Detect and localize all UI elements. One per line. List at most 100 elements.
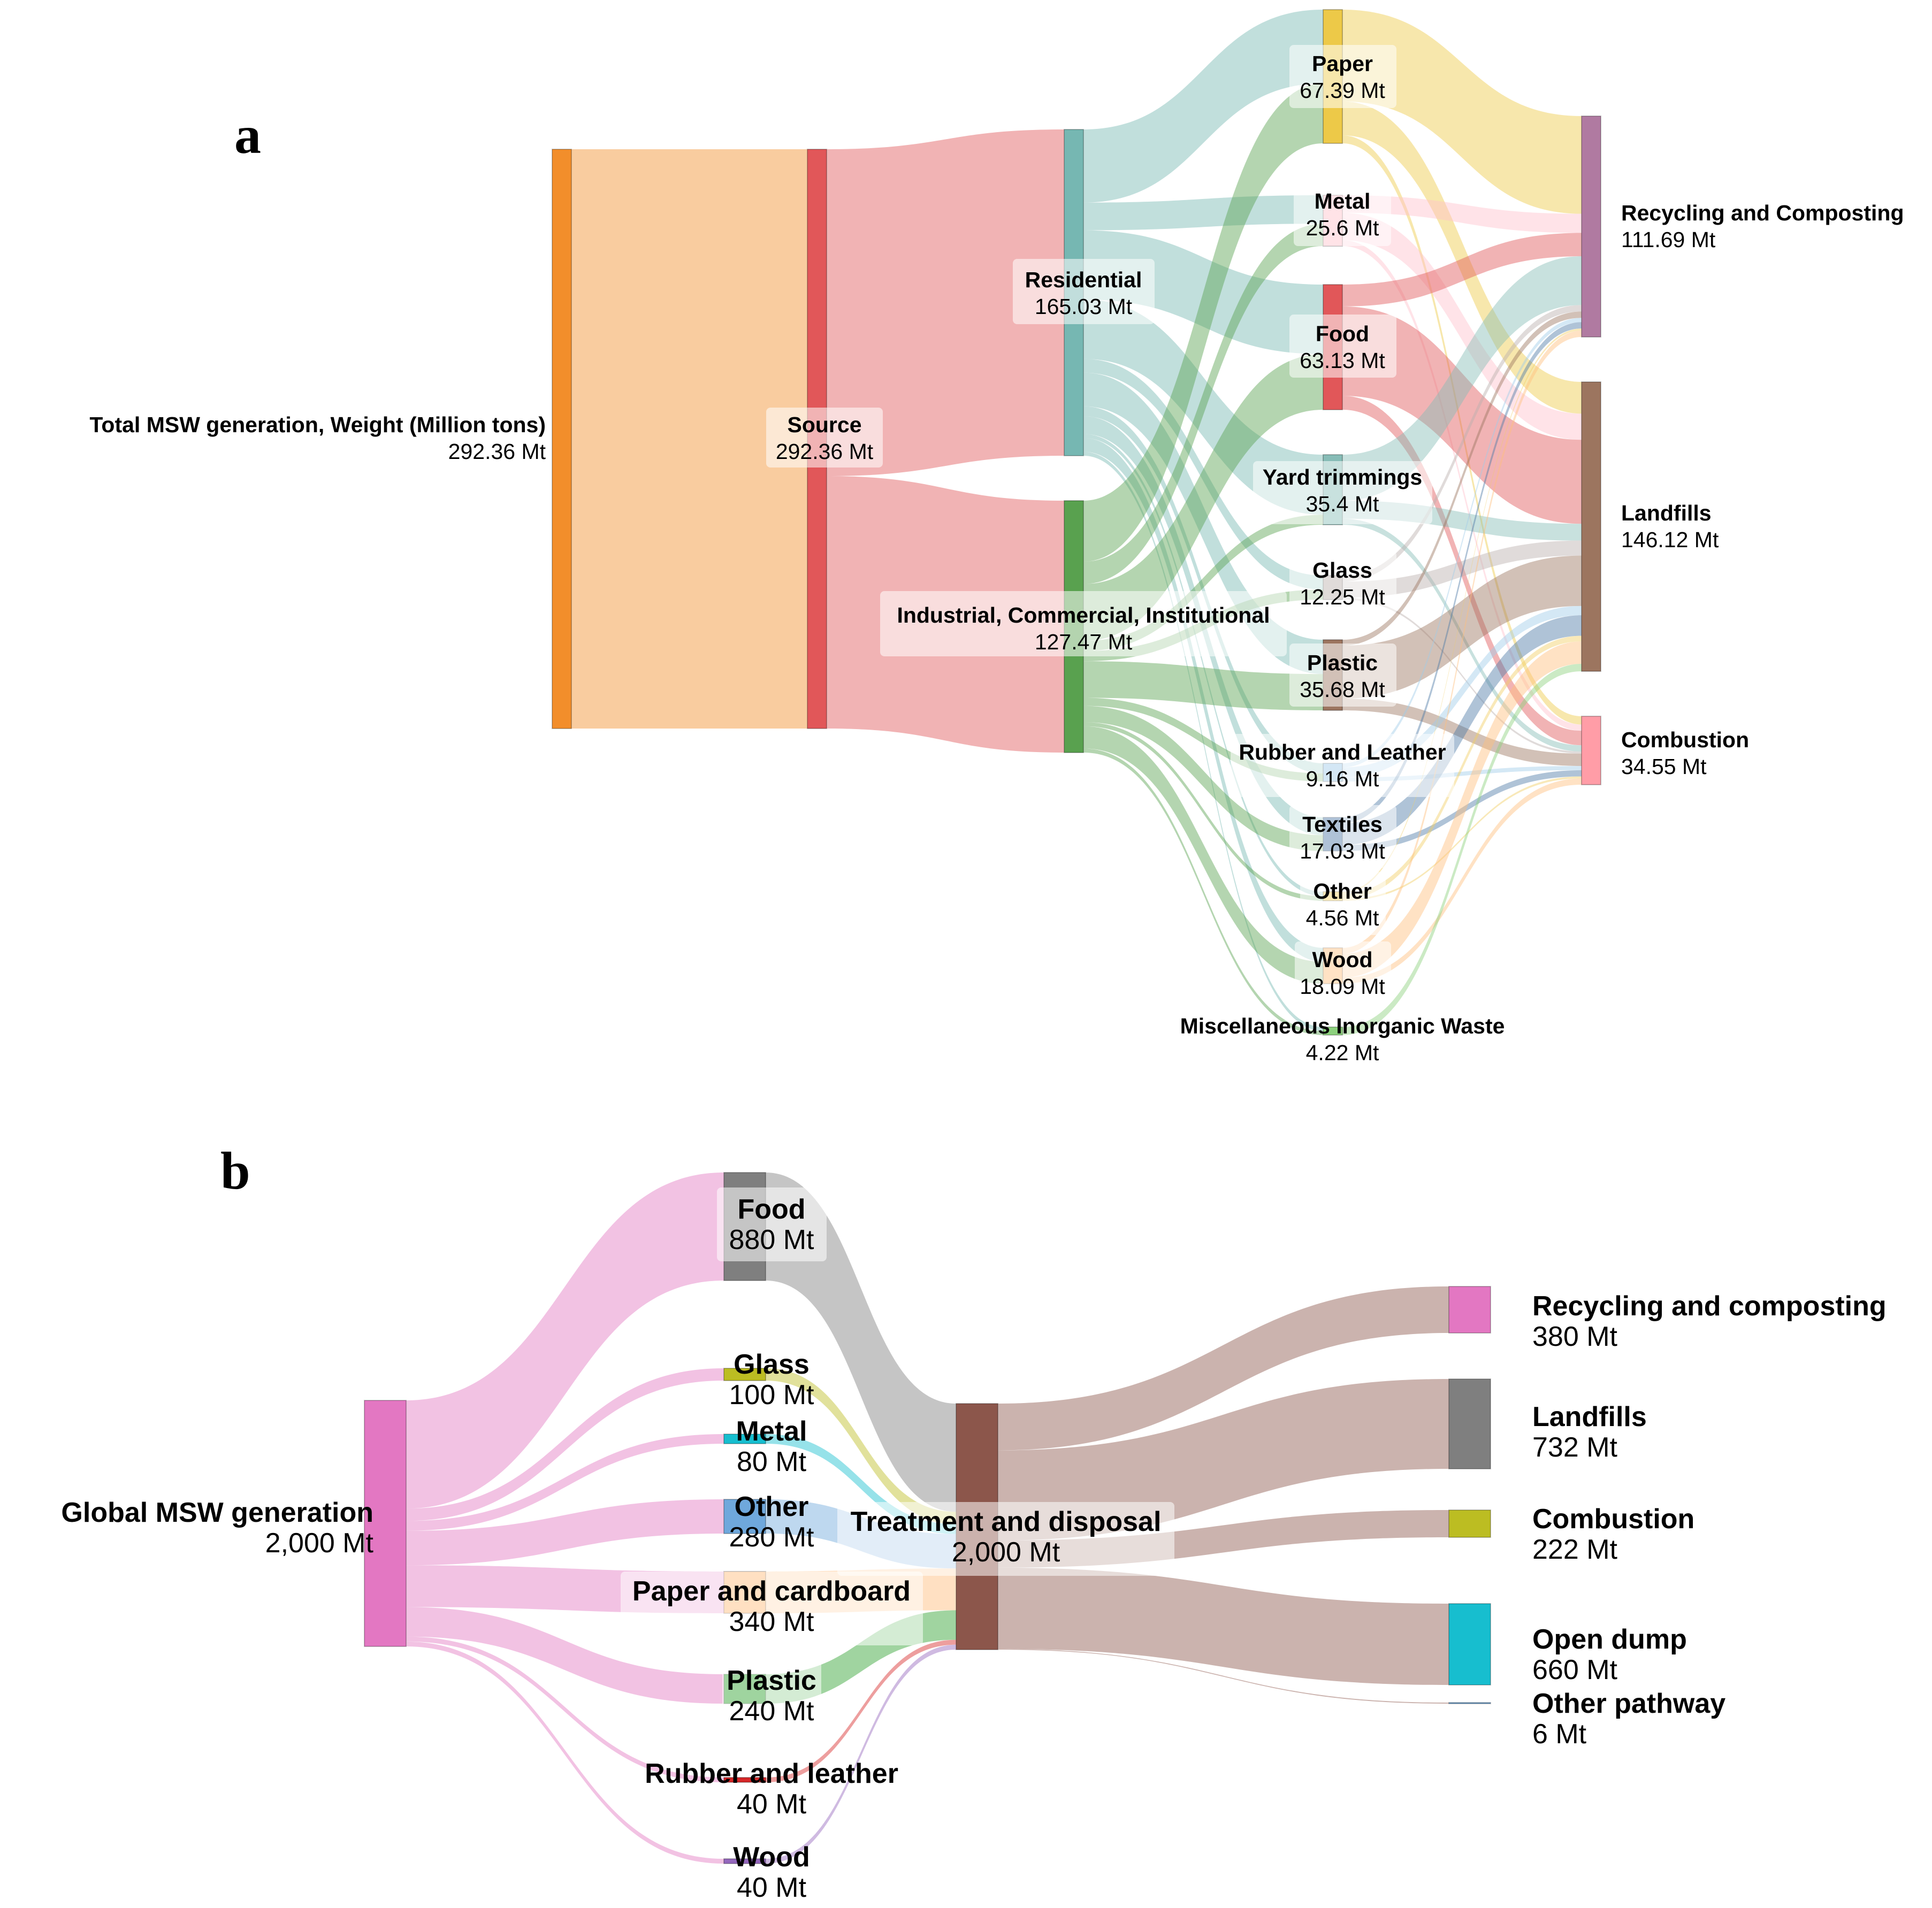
label-other: Other 4.56 Mt (1300, 872, 1386, 935)
node-bar-total (552, 149, 572, 729)
label-recycling-composting: Recycling and composting 380 Mt (1532, 1291, 1887, 1352)
flow-link-food-to-comb (1342, 396, 1582, 746)
label-rubber-leather: Rubber and leather 40 Mt (645, 1758, 898, 1820)
flow-link-glass-to-treat (766, 1368, 956, 1524)
flow-link-ici-to-wood (1083, 726, 1323, 984)
flow-link-gen-to-rubber (406, 1636, 724, 1782)
node-name: Yard trimmings (1263, 465, 1422, 489)
node-value: 4.56 Mt (1306, 906, 1379, 930)
flow-link-ici-to-textiles (1083, 706, 1323, 851)
flow-link-glass-to-recyc (1342, 305, 1582, 582)
node-name: Food (1316, 321, 1369, 346)
flow-link-res-to-other (1083, 434, 1323, 896)
label-other-pathway: Other pathway 6 Mt (1532, 1688, 1725, 1750)
flow-link-metal-to-recyc (1342, 195, 1582, 233)
node-value: 2,000 Mt (952, 1537, 1060, 1568)
label-metal: Metal 25.6 Mt (1294, 183, 1391, 246)
label-ici: Industrial, Commercial, Institutional 12… (880, 591, 1287, 656)
node-name: Treatment and disposal (851, 1506, 1162, 1537)
panel-letter-b: b (220, 1141, 250, 1200)
flow-link-wood-to-landf (1342, 641, 1582, 978)
flow-link-paper-to-landf (1342, 101, 1582, 414)
flow-link-gen-to-glass (406, 1368, 724, 1521)
flow-link-rubber-to-landf (1342, 606, 1582, 778)
label-global-msw: Global MSW generation 2,000 Mt (61, 1497, 373, 1559)
node-value: 9.16 Mt (1306, 767, 1379, 791)
panel-b-labels: Global MSW generation 2,000 Mt Food 880 … (61, 1187, 1887, 1903)
flow-link-res-to-rubber (1083, 406, 1323, 773)
node-bar-gen (364, 1400, 407, 1647)
flow-link-gen-to-plastic (406, 1607, 724, 1704)
label-treatment-disposal: Treatment and disposal 2,000 Mt (837, 1502, 1174, 1576)
node-name: Rubber and Leather (1239, 740, 1446, 764)
label-total-msw: Total MSW generation, Weight (Million to… (89, 412, 546, 464)
node-name: Industrial, Commercial, Institutional (897, 603, 1270, 627)
label-wood: Wood 18.09 Mt (1295, 941, 1391, 1005)
node-name: Combustion (1532, 1504, 1694, 1535)
flow-link-gen-to-other (406, 1499, 724, 1566)
node-value: 63.13 Mt (1300, 348, 1385, 373)
node-value: 380 Mt (1532, 1321, 1618, 1352)
flow-link-other-to-landf (1342, 635, 1582, 899)
flow-link-ici-to-yard (1083, 515, 1323, 652)
label-source: Source 292.36 Mt (766, 408, 883, 468)
node-name: Paper and cardboard (632, 1576, 911, 1607)
node-value: 100 Mt (729, 1380, 815, 1411)
label-yard-trimmings: Yard trimmings 35.4 Mt (1253, 461, 1432, 524)
flow-link-metal-to-landf (1342, 212, 1582, 440)
node-name: Metal (1315, 189, 1371, 213)
flow-link-res-to-paper (1083, 10, 1323, 203)
flow-link-textiles-to-landf (1342, 615, 1582, 845)
node-name: Glass (1312, 558, 1372, 583)
node-value: 292.36 Mt (776, 439, 874, 464)
label-glass: Glass 12.25 Mt (1289, 551, 1396, 614)
label-food: Food 63.13 Mt (1289, 315, 1396, 378)
node-bar-comb (1581, 716, 1601, 785)
label-recycling-composting: Recycling and Composting 111.69 Mt (1621, 201, 1904, 252)
node-value: 165.03 Mt (1035, 294, 1133, 319)
node-name: Landfills (1532, 1401, 1647, 1432)
node-name: Wood (733, 1842, 810, 1873)
flow-link-food-to-landf (1342, 306, 1582, 524)
label-rubber-leather: Rubber and Leather 9.16 Mt (1231, 734, 1454, 797)
flow-link-plastic-to-landf (1342, 555, 1582, 699)
label-metal: Metal 80 Mt (736, 1416, 807, 1477)
node-name: Landfills (1621, 501, 1712, 525)
flow-link-res-to-wood (1083, 438, 1323, 962)
node-bar-recyc (1581, 116, 1601, 338)
node-value: 4.22 Mt (1306, 1040, 1379, 1065)
node-value: 146.12 Mt (1621, 527, 1719, 552)
flow-link-res-to-glass (1083, 358, 1323, 590)
node-value: 34.55 Mt (1621, 754, 1707, 779)
flow-link-paper-to-recyc (1342, 10, 1582, 214)
node-value: 12.25 Mt (1300, 585, 1385, 609)
node-value: 111.69 Mt (1621, 227, 1716, 252)
node-value: 660 Mt (1532, 1654, 1618, 1685)
flow-link-food-to-recyc (1342, 233, 1582, 306)
node-value: 40 Mt (737, 1872, 807, 1903)
node-bar-wood (723, 1858, 766, 1864)
label-plastic: Plastic 240 Mt (722, 1660, 821, 1734)
flow-link-textiles-to-comb (1342, 770, 1582, 851)
flow-link-rubber-to-treat (766, 1639, 956, 1782)
node-value: 222 Mt (1532, 1534, 1618, 1565)
flow-link-source-to-res (827, 129, 1064, 477)
node-name: Other (1313, 879, 1371, 903)
label-food: Food 880 Mt (717, 1187, 827, 1261)
node-name: Paper (1312, 51, 1373, 76)
label-paper: Paper 67.39 Mt (1289, 45, 1396, 108)
flow-link-yard-to-recyc (1342, 256, 1582, 501)
flow-link-metal-to-treat (766, 1434, 956, 1534)
node-value: 240 Mt (729, 1696, 815, 1727)
node-name: Total MSW generation, Weight (Million to… (89, 412, 546, 437)
node-name: Rubber and leather (645, 1758, 898, 1789)
flow-link-glass-to-comb (1342, 597, 1582, 754)
node-value: 25.6 Mt (1306, 216, 1379, 240)
node-value: 2,000 Mt (265, 1528, 374, 1559)
flow-link-res-to-metal (1083, 195, 1323, 231)
flow-link-ici-to-metal (1083, 224, 1323, 584)
label-textiles: Textiles 17.03 Mt (1289, 805, 1396, 868)
node-bar-rubber (723, 1777, 766, 1783)
